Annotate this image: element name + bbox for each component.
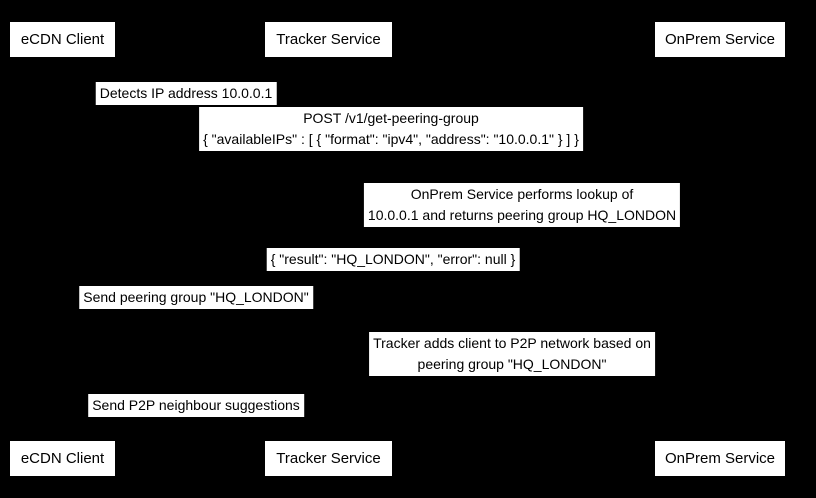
participant-ecdn-client-bottom: eCDN Client — [10, 441, 115, 476]
message-text: { "result": "HQ_LONDON", "error": null } — [270, 251, 516, 267]
message-payload: { "availableIPs" : [ { "format": "ipv4",… — [203, 131, 579, 147]
message-text: Send P2P neighbour suggestions — [92, 397, 300, 413]
participant-tracker-service-top: Tracker Service — [265, 22, 392, 57]
message-detects-ip: Detects IP address 10.0.0.1 — [95, 82, 277, 105]
participant-tracker-service-bottom: Tracker Service — [265, 441, 392, 476]
message-send-peering-group: Send peering group "HQ_LONDON" — [79, 286, 313, 309]
message-result-response: { "result": "HQ_LONDON", "error": null } — [266, 248, 520, 271]
participant-onprem-service-bottom: OnPrem Service — [655, 441, 785, 476]
message-text: Send peering group "HQ_LONDON" — [83, 289, 309, 305]
participant-label: OnPrem Service — [664, 31, 776, 48]
message-post-peering-group: POST /v1/get-peering-group { "availableI… — [199, 107, 583, 151]
note-text: OnPrem Service performs lookup of — [410, 186, 634, 202]
participant-label: Tracker Service — [276, 450, 381, 467]
participant-label: OnPrem Service — [664, 450, 776, 467]
note-text: 10.0.0.1 and returns peering group HQ_LO… — [367, 207, 677, 223]
note-onprem-lookup: OnPrem Service performs lookup of 10.0.0… — [363, 183, 681, 227]
message-text: Detects IP address 10.0.0.1 — [99, 85, 273, 101]
participant-label: eCDN Client — [20, 450, 105, 467]
participant-ecdn-client-top: eCDN Client — [10, 22, 115, 57]
note-tracker-adds-client: Tracker adds client to P2P network based… — [369, 332, 655, 376]
message-send-p2p-suggestions: Send P2P neighbour suggestions — [88, 394, 304, 417]
participant-label: eCDN Client — [20, 31, 105, 48]
participant-onprem-service-top: OnPrem Service — [655, 22, 785, 57]
note-text: Tracker adds client to P2P network based… — [373, 335, 651, 351]
participant-label: Tracker Service — [276, 31, 381, 48]
message-text: POST /v1/get-peering-group — [303, 110, 479, 126]
note-text: peering group "HQ_LONDON" — [417, 356, 607, 372]
